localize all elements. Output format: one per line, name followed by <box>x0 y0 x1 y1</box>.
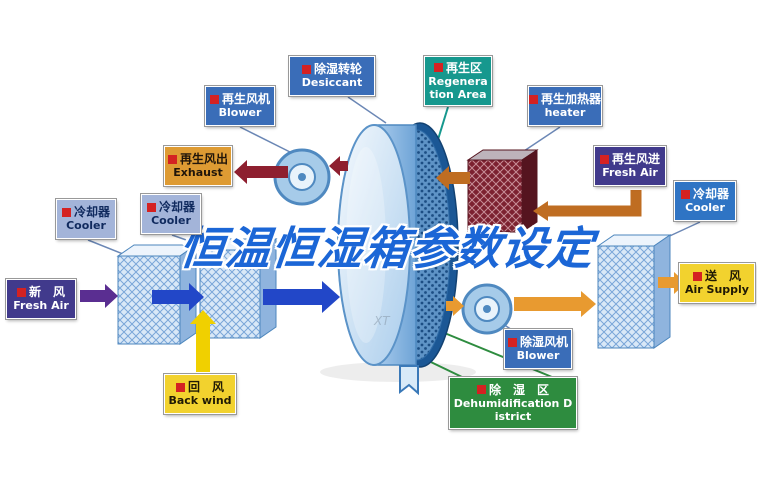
label-regeneration-heater: 再生加热器 heater <box>527 85 603 127</box>
process-air-arrow-2 <box>263 281 340 313</box>
label-en-line: heater <box>544 106 586 120</box>
wheel-to-blower-arrow <box>329 156 348 176</box>
label-regeneration-fresh-air: 再生风进 Fresh Air <box>593 145 667 187</box>
label-zh-line: 冷却器 <box>677 187 733 201</box>
label-en-line: Back wind <box>168 394 232 408</box>
title-watermark: 恒温恒湿箱参数设定 <box>176 222 597 275</box>
red-square-icon <box>301 64 311 74</box>
label-en-line: Cooler <box>151 214 191 228</box>
label-zh-line: 再生风进 <box>597 152 663 166</box>
label-zh-line: 回 风 <box>167 380 233 394</box>
red-square-icon <box>61 207 71 217</box>
dehumidification-blower-fan <box>461 283 513 335</box>
label-en-line: Exhaust <box>173 166 223 180</box>
desiccant-rotor-wheel <box>337 122 459 368</box>
small-watermark-text: XT <box>373 314 391 328</box>
label-zh-line: 除 湿 区 <box>452 383 574 397</box>
label-en-line: Blower <box>218 106 262 120</box>
process-air-arrow-1 <box>152 283 204 311</box>
label-zh-line: 新 风 <box>9 285 73 299</box>
red-square-icon <box>209 94 219 104</box>
red-square-icon <box>529 94 538 104</box>
label-zh-line: 冷却器 <box>59 205 113 219</box>
label-zh-line: 再生加热器 <box>529 92 601 106</box>
label-en-line: Cooler <box>66 219 106 233</box>
label-exhaust: 再生风出 Exhaust <box>163 145 233 187</box>
red-square-icon <box>175 382 185 392</box>
label-back-wind: 回 风 Back wind <box>163 373 237 415</box>
label-zh-line: 送 风 <box>682 269 752 283</box>
red-square-icon <box>599 154 609 164</box>
label-desiccant-wheel: 除湿转轮 Desiccant <box>288 55 376 97</box>
label-cooler-3: 冷却器 Cooler <box>673 180 737 222</box>
after-cooler-coil-box <box>596 234 672 349</box>
regen-inlet-arrowhead <box>533 201 548 221</box>
exhaust-air-arrow <box>234 160 288 184</box>
label-en-line: Cooler <box>685 201 725 215</box>
label-en-line: Dehumidification District <box>453 397 573 423</box>
label-regeneration-area: 再生区 Regeneration Area <box>423 55 493 107</box>
red-square-icon <box>680 189 690 199</box>
label-zh-line: 冷却器 <box>144 200 198 214</box>
label-en-line: Desiccant <box>301 76 363 90</box>
red-square-icon <box>692 271 702 281</box>
cooler-coil-box-2 <box>198 238 278 339</box>
red-square-icon <box>433 63 443 73</box>
label-en-line: Fresh Air <box>13 299 69 313</box>
label-zh-line: 再生风出 <box>167 152 229 166</box>
red-square-icon <box>476 385 486 395</box>
label-dehumidification-blower: 除湿风机 Blower <box>503 328 573 370</box>
red-square-icon <box>146 202 156 212</box>
regeneration-heater-coil <box>466 149 539 233</box>
label-dehumidification-district: 除 湿 区 Dehumidification District <box>448 376 578 430</box>
return-air-arrow <box>190 310 216 372</box>
red-square-icon <box>507 337 517 347</box>
wheel-to-fan-arrow <box>446 296 464 316</box>
regeneration-blower-fan <box>273 148 331 206</box>
label-en-line: Blower <box>516 349 560 363</box>
label-zh-line: 再生风机 <box>208 92 272 106</box>
fan-to-cooler-arrow <box>514 291 596 317</box>
label-regeneration-blower: 再生风机 Blower <box>204 85 276 127</box>
regen-inlet-duct-path <box>548 190 642 217</box>
red-square-icon <box>16 287 26 297</box>
red-square-icon <box>167 154 177 164</box>
label-air-supply: 送 风 Air Supply <box>678 262 756 304</box>
label-en-line: Air Supply <box>685 283 749 297</box>
label-zh-line: 除湿转轮 <box>292 62 372 76</box>
label-fresh-air-inlet: 新 风 Fresh Air <box>5 278 77 320</box>
wheel-shadow <box>320 362 476 382</box>
label-cooler-2: 冷却器 Cooler <box>140 193 202 235</box>
label-zh-line: 再生区 <box>427 61 489 75</box>
heater-to-wheel-arrow <box>436 166 470 190</box>
label-en-line: Fresh Air <box>602 166 658 180</box>
label-cooler-1: 冷却器 Cooler <box>55 198 117 240</box>
fresh-air-inlet-arrow <box>80 284 118 308</box>
label-en-line: Regeneration Area <box>428 75 488 101</box>
wheel-ribbon-marker <box>399 365 419 396</box>
label-zh-line: 除湿风机 <box>507 335 569 349</box>
